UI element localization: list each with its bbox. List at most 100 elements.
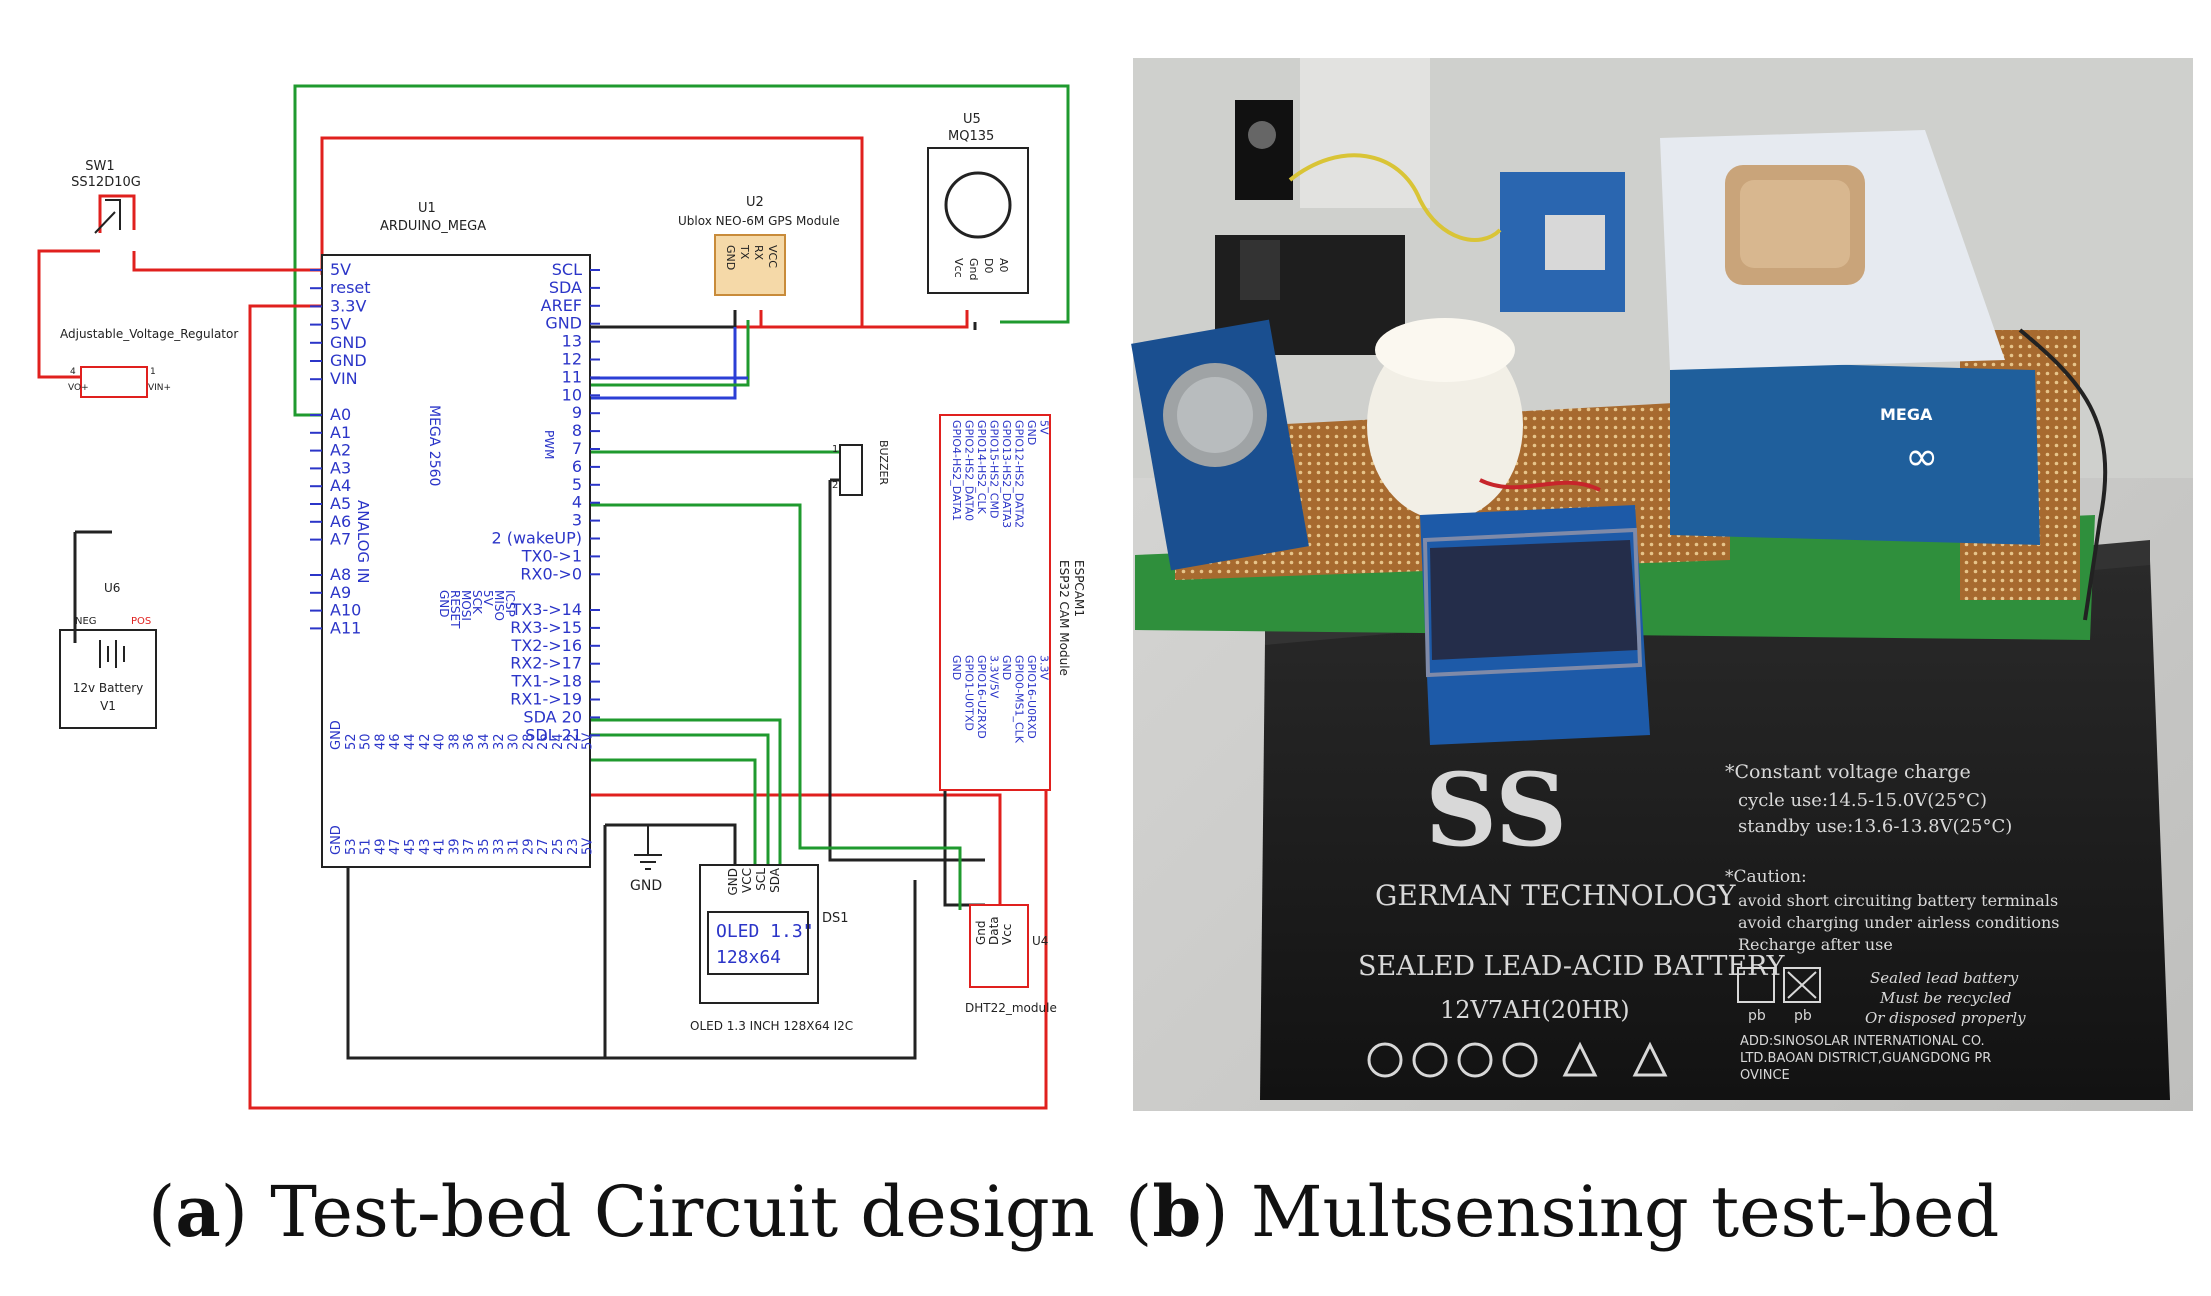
pin-label: SDA 20 bbox=[523, 707, 582, 726]
arduino-name: ARDUINO_MEGA bbox=[380, 219, 486, 234]
pb-label-1: pb bbox=[1748, 1008, 1766, 1024]
pin-label: D0 bbox=[982, 258, 995, 273]
camera-lens bbox=[1240, 240, 1280, 300]
pin-label: 11 bbox=[562, 367, 582, 386]
pin-label: A10 bbox=[330, 601, 361, 620]
gps-ref: U2 bbox=[746, 195, 764, 210]
recycle-3: Or disposed properly bbox=[1865, 1009, 2026, 1027]
pin-label: Gnd bbox=[974, 920, 988, 945]
ground-symbol: GND bbox=[630, 825, 662, 894]
oled-photo bbox=[1420, 505, 1650, 745]
pin-label: 5V bbox=[330, 315, 351, 334]
pin-label: A11 bbox=[330, 618, 361, 637]
pin-label: 38 bbox=[447, 733, 462, 750]
pin-label: GPIO4-HS2_DATA1 bbox=[950, 420, 963, 521]
pin-label: 29 bbox=[521, 838, 536, 855]
pin-label: SCK bbox=[470, 590, 484, 615]
arduino-mega: U1 ARDUINO_MEGA MEGA 2560 ANALOG IN PWM … bbox=[310, 201, 600, 868]
pin-label: GND bbox=[330, 351, 367, 370]
pin-label: GND bbox=[724, 245, 737, 270]
battery-neg: NEG bbox=[75, 616, 97, 627]
battery-pos: POS bbox=[131, 616, 151, 627]
caption-a-text: Test-bed Circuit design bbox=[270, 1171, 1095, 1253]
photo-wire-black bbox=[2018, 328, 2108, 621]
caption-b: (b) Multsensing test-bed bbox=[1125, 1170, 2000, 1253]
gps-antenna-top bbox=[1740, 180, 1850, 268]
dht22-box bbox=[969, 904, 1029, 988]
regulator-pin4: 4 bbox=[70, 367, 76, 377]
battery-type: SEALED LEAD-ACID BATTERY bbox=[1358, 951, 1786, 982]
pin-label: 4 bbox=[572, 493, 582, 512]
gps-board-photo bbox=[1660, 130, 2005, 370]
buzzer: 1 2 BUZZER bbox=[832, 440, 890, 496]
buzzer-top bbox=[1375, 318, 1515, 382]
pin-label: SDA bbox=[768, 867, 782, 893]
battery-brand: SS bbox=[1425, 751, 1567, 869]
pin-label: A6 bbox=[330, 512, 351, 531]
pin-label: RX3->15 bbox=[510, 618, 582, 637]
oled-line1: OLED 1.3" bbox=[716, 921, 814, 942]
pin-label: 51 bbox=[359, 838, 374, 855]
pin-label: 12 bbox=[562, 350, 582, 369]
pin-label: A1 bbox=[330, 423, 351, 442]
esp32-box bbox=[939, 414, 1051, 791]
caption-a-letter: a bbox=[175, 1170, 221, 1253]
pin-label: GND bbox=[329, 825, 344, 855]
no-bin-icon bbox=[1783, 967, 1821, 1003]
pin-label: GPIO0-MS1_CLK bbox=[1013, 655, 1026, 744]
buzzer-box bbox=[839, 444, 863, 496]
pin-label: 5V bbox=[1038, 420, 1051, 435]
pin-label: A0 bbox=[330, 405, 351, 424]
buzzer-pin2: 2 bbox=[832, 480, 838, 491]
pin-label: 31 bbox=[507, 838, 522, 855]
pin-label: A8 bbox=[330, 565, 351, 584]
pin-label: SDL 21 bbox=[525, 725, 582, 744]
pin-label: 8 bbox=[572, 421, 582, 440]
pin-label: GND bbox=[437, 590, 451, 618]
ir-lens bbox=[1248, 121, 1276, 149]
pin-label: SCL bbox=[754, 868, 768, 891]
pin-label: GPIO1-U0TXD bbox=[963, 655, 976, 731]
pin-label: 5V bbox=[581, 733, 596, 750]
pin-label: GPIO16-U2RXD bbox=[975, 655, 988, 739]
pin-label: GND bbox=[330, 333, 367, 352]
warning-icons bbox=[1367, 1041, 1668, 1078]
pin-label: GPIO16-U0RXD bbox=[1025, 655, 1038, 739]
mq135-mesh bbox=[1177, 377, 1253, 453]
pin-label: 52 bbox=[344, 733, 359, 750]
pin-label: 5V bbox=[581, 838, 596, 855]
buzzer-photo bbox=[1367, 318, 1523, 520]
pin-label: SDA bbox=[549, 278, 582, 297]
pin-label: VCC bbox=[740, 868, 754, 893]
battery-cells bbox=[99, 640, 125, 668]
pin-label: 41 bbox=[433, 838, 448, 855]
oled-line2: 128x64 bbox=[716, 947, 781, 968]
pin-label: 37 bbox=[462, 838, 477, 855]
caption-a: (a) Test-bed Circuit design bbox=[148, 1170, 1095, 1253]
pin-label: GND bbox=[545, 314, 582, 333]
oled-caption: OLED 1.3 INCH 128X64 I2C bbox=[690, 1019, 853, 1033]
pin-label: 47 bbox=[388, 838, 403, 855]
pin-label: 23 bbox=[566, 838, 581, 855]
mq135-ref: U5 bbox=[963, 112, 981, 127]
recycle-1: Sealed lead battery bbox=[1870, 969, 2019, 987]
arduino-board-photo: MEGA ∞ bbox=[1670, 360, 2040, 545]
pin-label: GND bbox=[1025, 420, 1038, 445]
regulator-box bbox=[80, 366, 148, 398]
mq135-label: MQ135 bbox=[948, 129, 994, 144]
cycle-use: cycle use:14.5-15.0V(25°C) bbox=[1738, 790, 1987, 811]
caution-title: *Caution: bbox=[1725, 867, 1807, 887]
testbed-photo: SS GERMAN TECHNOLOGY SEALED LEAD-ACID BA… bbox=[1131, 58, 2193, 1111]
pin-label: MOSI bbox=[459, 590, 473, 621]
ground-label: GND bbox=[630, 878, 662, 894]
pin-label: RX0->0 bbox=[520, 564, 582, 583]
pin-label: 34 bbox=[477, 733, 492, 750]
